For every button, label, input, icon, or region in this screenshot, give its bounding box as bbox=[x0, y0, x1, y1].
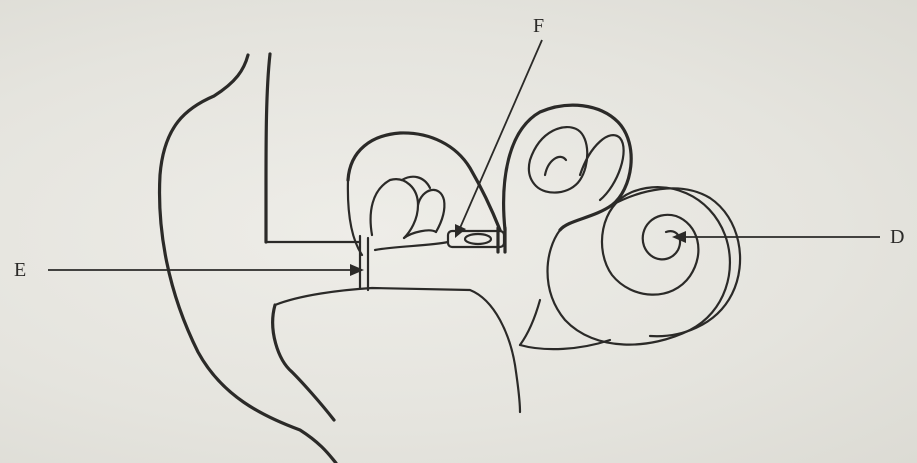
outer-ear-outline bbox=[160, 54, 520, 463]
pointer-line-f bbox=[455, 40, 542, 238]
cochlea bbox=[520, 187, 740, 349]
label-d: D bbox=[890, 227, 904, 247]
label-f: F bbox=[533, 16, 544, 36]
label-e: E bbox=[14, 260, 26, 280]
pointer-line-d bbox=[672, 231, 880, 243]
semicircular-canals bbox=[504, 105, 632, 230]
eardrum-structure bbox=[360, 236, 368, 290]
pointer-line-e bbox=[48, 264, 364, 276]
middle-ear-cavity bbox=[348, 133, 500, 255]
